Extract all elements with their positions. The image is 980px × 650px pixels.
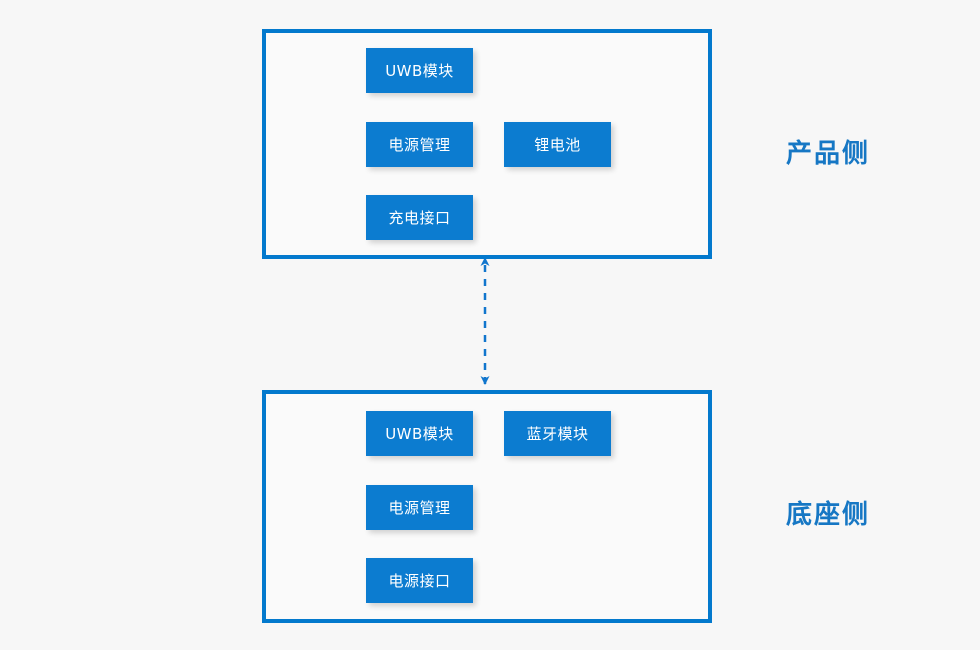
block-label: 电源管理 bbox=[388, 499, 451, 517]
block-label: UWB模块 bbox=[385, 425, 454, 443]
block-uwb-module-dock[interactable]: UWB模块 bbox=[366, 411, 473, 456]
block-charge-port[interactable]: 充电接口 bbox=[366, 195, 473, 240]
side-label-dock: 底座侧 bbox=[786, 500, 871, 530]
block-label: 电源接口 bbox=[388, 572, 451, 590]
block-label: 锂电池 bbox=[534, 136, 581, 154]
panel-dock-side bbox=[262, 390, 712, 623]
block-power-management-product[interactable]: 电源管理 bbox=[366, 122, 473, 167]
block-label: 蓝牙模块 bbox=[526, 425, 589, 443]
block-power-management-dock[interactable]: 电源管理 bbox=[366, 485, 473, 530]
side-label-product: 产品侧 bbox=[786, 139, 871, 169]
block-label: 电源管理 bbox=[388, 136, 451, 154]
block-label: UWB模块 bbox=[385, 62, 454, 80]
block-lithium-battery[interactable]: 锂电池 bbox=[504, 122, 611, 167]
block-power-port[interactable]: 电源接口 bbox=[366, 558, 473, 603]
block-label: 充电接口 bbox=[388, 209, 451, 227]
panel-product-side bbox=[262, 29, 712, 259]
block-bluetooth-module[interactable]: 蓝牙模块 bbox=[504, 411, 611, 456]
block-uwb-module-product[interactable]: UWB模块 bbox=[366, 48, 473, 93]
